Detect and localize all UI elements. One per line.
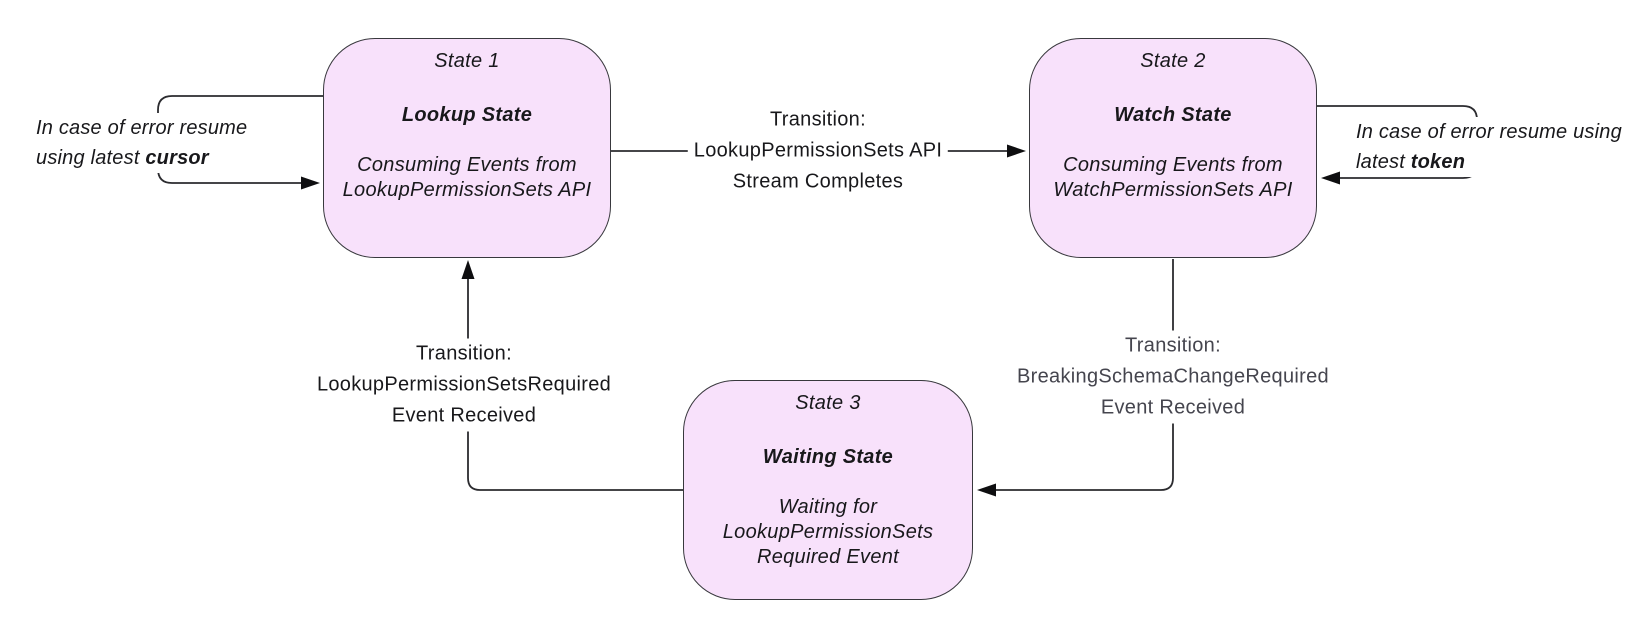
transition-label-lookup-to-watch: Transition: LookupPermissionSets API Str… xyxy=(687,104,949,198)
token-resume-note-text: In case of error resume using latest xyxy=(1356,121,1622,173)
token-resume-note: In case of error resume using latest tok… xyxy=(1356,117,1642,177)
transition-label-watch-to-waiting: Transition: BreakingSchemaChangeRequired… xyxy=(1011,330,1335,424)
state-name: Lookup State xyxy=(401,104,533,126)
arrowhead-into-watch xyxy=(1007,144,1026,158)
state-title: State 1 xyxy=(434,50,500,72)
transition-label-line: LookupPermissionSetsRequired xyxy=(316,373,612,396)
state-box-watch: State 2 Watch State Consuming Events fro… xyxy=(1029,38,1317,258)
transition-label-line: Event Received xyxy=(1100,396,1246,419)
edge-watch-to-waiting xyxy=(994,259,1174,491)
transition-label-line: Stream Completes xyxy=(732,170,904,193)
transition-label-line: Transition: xyxy=(770,108,866,131)
state-box-waiting: State 3 Waiting State Waiting for Lookup… xyxy=(683,380,973,600)
cursor-resume-note-text: In case of error resume using latest xyxy=(36,117,248,169)
cursor-resume-note-bold: cursor xyxy=(145,147,209,169)
state-name: Waiting State xyxy=(762,446,894,468)
state-title: State 3 xyxy=(795,392,861,414)
state-title: State 2 xyxy=(1140,50,1206,72)
arrowhead-into-waiting xyxy=(977,483,996,497)
state-description: Consuming Events from WatchPermissionSet… xyxy=(1053,154,1293,201)
state-name: Watch State xyxy=(1114,104,1232,126)
transition-label-line: BreakingSchemaChangeRequired xyxy=(1017,365,1329,388)
token-resume-note-bold: token xyxy=(1410,151,1466,173)
transition-label-line: Transition: xyxy=(416,342,512,365)
edge-waiting-to-lookup xyxy=(467,278,683,491)
transition-label-line: LookupPermissionSets API xyxy=(693,139,943,162)
state-box-lookup: State 1 Lookup State Consuming Events fr… xyxy=(323,38,611,258)
transition-label-waiting-to-lookup: Transition: LookupPermissionSetsRequired… xyxy=(310,338,618,432)
cursor-resume-note: In case of error resume using latest cur… xyxy=(36,113,292,173)
arrowhead-token-loop xyxy=(1321,171,1340,185)
state-description: Waiting for LookupPermissionSets Require… xyxy=(722,496,934,568)
state-description: Consuming Events from LookupPermissionSe… xyxy=(342,154,592,201)
arrowhead-cursor-loop xyxy=(301,176,320,190)
transition-label-line: Event Received xyxy=(391,404,537,427)
transition-label-line: Transition: xyxy=(1125,334,1221,357)
arrowhead-into-lookup xyxy=(461,260,475,279)
